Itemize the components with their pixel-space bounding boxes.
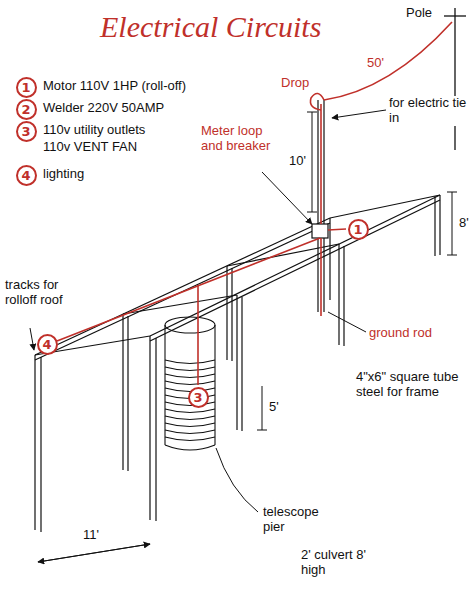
part-name: Meter loop and breaker xyxy=(200,124,280,154)
corrugation-stroke xyxy=(165,416,215,420)
post xyxy=(338,244,339,345)
callout-circle: 4 xyxy=(37,334,58,355)
leader-line xyxy=(30,328,34,350)
leader-line xyxy=(332,110,386,118)
post xyxy=(40,357,41,532)
callout-number: 2 xyxy=(21,103,30,116)
pier-top xyxy=(165,317,215,333)
circuit-name: 110v utility outlets xyxy=(42,123,146,138)
mast-line xyxy=(317,100,318,312)
service-mast xyxy=(312,100,328,312)
callout-circle: 1 xyxy=(348,219,369,240)
callout-circle: 1 xyxy=(16,77,37,98)
callout-number: 3 xyxy=(21,125,30,138)
callout-circle: 3 xyxy=(16,121,37,142)
mast-line xyxy=(323,100,324,312)
mast-wire xyxy=(320,104,322,224)
post xyxy=(226,266,227,360)
post xyxy=(343,246,344,346)
drip-loop xyxy=(310,93,324,110)
wiring xyxy=(57,22,452,385)
service-drop-wire xyxy=(324,22,452,100)
dimension: 50' xyxy=(366,56,385,71)
post xyxy=(149,336,150,520)
culvert-corrugation xyxy=(165,360,215,441)
outlet-wire xyxy=(197,285,199,385)
leaders xyxy=(30,110,457,562)
post xyxy=(122,314,123,470)
pole xyxy=(444,8,466,150)
part-name: Drop xyxy=(280,76,310,91)
note: 2' culvert 8' high xyxy=(300,548,392,578)
dimension-line xyxy=(38,544,150,562)
post xyxy=(241,297,242,431)
ground-wire xyxy=(320,238,322,316)
rail xyxy=(150,200,440,341)
dimension-line xyxy=(447,192,457,255)
corrugation-stroke xyxy=(165,437,215,441)
crossarm xyxy=(444,15,466,16)
circuit-name: Motor 110V 1HP (roll-off) xyxy=(42,79,187,94)
dimension-line xyxy=(307,112,317,212)
corrugation-stroke xyxy=(165,423,215,427)
post xyxy=(34,355,35,530)
callout-number: 4 xyxy=(21,169,30,182)
end-beam xyxy=(330,195,440,218)
pole-label: Pole xyxy=(405,6,433,21)
post xyxy=(155,338,156,521)
telescope-pier xyxy=(165,317,215,450)
part-name: telescope pier xyxy=(262,505,334,535)
leader-line xyxy=(262,172,312,224)
post xyxy=(236,295,237,430)
post xyxy=(439,195,440,255)
rail xyxy=(35,218,330,355)
cross-member xyxy=(123,295,237,314)
post xyxy=(127,316,128,471)
note: tracks for rolloff roof xyxy=(4,278,66,308)
post xyxy=(434,196,435,256)
corrugation-stroke xyxy=(165,360,215,364)
callout-circle: 2 xyxy=(16,99,37,120)
callout-circle: 3 xyxy=(188,387,209,408)
callout-circle: 4 xyxy=(16,165,37,186)
corrugation-stroke xyxy=(165,367,215,371)
frame xyxy=(35,195,440,532)
title: Electrical Circuits xyxy=(100,10,321,44)
corrugation-stroke xyxy=(165,374,215,378)
callout-number: 3 xyxy=(193,391,202,404)
corrugation-stroke xyxy=(165,409,215,413)
callout-number: 1 xyxy=(353,223,362,236)
circuit-name: lighting xyxy=(42,167,85,182)
circuit-name: 110v VENT FAN xyxy=(42,140,138,155)
dimension: 11' xyxy=(82,528,100,543)
leader-line xyxy=(216,448,258,512)
callout-number: 4 xyxy=(42,338,51,351)
leader-line xyxy=(328,312,366,332)
lighting-wire xyxy=(57,238,320,341)
dimension: 5' xyxy=(268,400,280,415)
post xyxy=(231,268,232,361)
rail xyxy=(35,223,330,360)
pier-bottom xyxy=(165,445,215,450)
note: for electric tie in xyxy=(388,96,468,126)
pier-side xyxy=(214,325,215,445)
rail xyxy=(150,195,440,336)
note: 4"x6" square tube steel for frame xyxy=(355,370,469,400)
pole-line xyxy=(454,8,455,150)
motor-wire xyxy=(328,229,346,230)
dimension-line xyxy=(257,386,267,430)
callout-number: 1 xyxy=(21,81,30,94)
meter-box xyxy=(312,224,328,238)
corrugation-stroke xyxy=(165,430,215,434)
dimension: 10' xyxy=(288,154,307,169)
cross-member xyxy=(227,244,339,266)
circuit-name: Welder 220V 50AMP xyxy=(42,101,165,116)
corrugation-stroke xyxy=(165,381,215,385)
dimension: 8' xyxy=(458,216,470,231)
dimension-line xyxy=(38,544,150,562)
pier-side xyxy=(164,325,165,445)
part-name: ground rod xyxy=(368,326,433,341)
